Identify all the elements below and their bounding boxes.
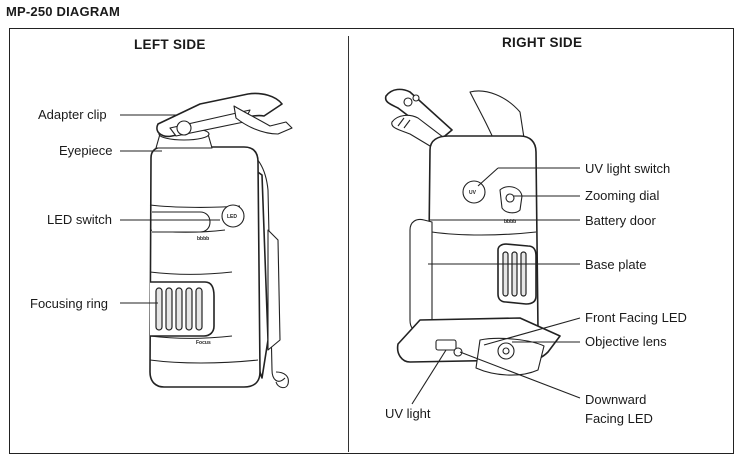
- diagram-frame: [9, 28, 734, 454]
- led-button: [221, 204, 245, 228]
- focus-mark: Focus: [196, 340, 211, 346]
- page-title: MP-250 DIAGRAM: [6, 4, 121, 19]
- left-side-heading: LEFT SIDE: [134, 37, 206, 52]
- adapter-clip-lever: [233, 105, 293, 135]
- uv-light-window: [435, 339, 457, 351]
- label-objective-lens: Objective lens: [585, 334, 667, 349]
- left-leaders: [120, 114, 220, 304]
- right-side-heading: RIGHT SIDE: [502, 35, 583, 50]
- body-seam-bottom: [149, 359, 259, 364]
- label-front-facing-led: Front Facing LED: [585, 310, 687, 325]
- right-side-wing: [409, 218, 433, 332]
- right-grip-ribs: [502, 251, 527, 297]
- label-uv-light: UV light: [385, 406, 431, 421]
- label-base-plate: Base plate: [585, 257, 647, 272]
- label-downward-line1: Downward: [585, 392, 647, 407]
- right-clip-jaw: [469, 90, 525, 141]
- body-seam-ring-top: [149, 271, 233, 275]
- label-led-switch: LED switch: [47, 212, 113, 227]
- panel-divider: [348, 36, 349, 452]
- label-focusing-ring: Focusing ring: [30, 296, 109, 311]
- right-brand-mark: bbbb: [504, 219, 516, 225]
- uv-switch-button: [462, 180, 486, 204]
- left-side-rib: [267, 229, 281, 351]
- left-lanyard-loop: [275, 371, 289, 389]
- right-clip-arm: [384, 88, 453, 141]
- uv-button-label: UV: [469, 190, 477, 196]
- clip-pivot: [176, 120, 192, 136]
- clip-grip-marks: [397, 117, 411, 129]
- label-zooming-dial: Zooming dial: [585, 188, 660, 203]
- label-downward-line2: Facing LED: [585, 411, 653, 426]
- left-brand-mark: bbbb: [197, 236, 209, 242]
- label-battery-door: Battery door: [585, 213, 656, 228]
- label-adapter-clip: Adapter clip: [38, 107, 107, 122]
- focusing-ring-grips: [155, 287, 203, 331]
- right-device: UV bbbb: [384, 88, 561, 376]
- label-uv-light-switch: UV light switch: [585, 161, 671, 176]
- led-switch-slot: [152, 211, 211, 233]
- label-eyepiece: Eyepiece: [59, 143, 113, 158]
- led-button-label: LED: [227, 214, 237, 220]
- body-seam-ring-bottom: [149, 335, 233, 339]
- right-body-seam: [431, 231, 537, 236]
- left-main-body: [149, 146, 261, 388]
- left-device: LED bbbb Focus: [149, 92, 293, 389]
- right-leaders: [411, 167, 581, 405]
- downward-led: [453, 347, 463, 357]
